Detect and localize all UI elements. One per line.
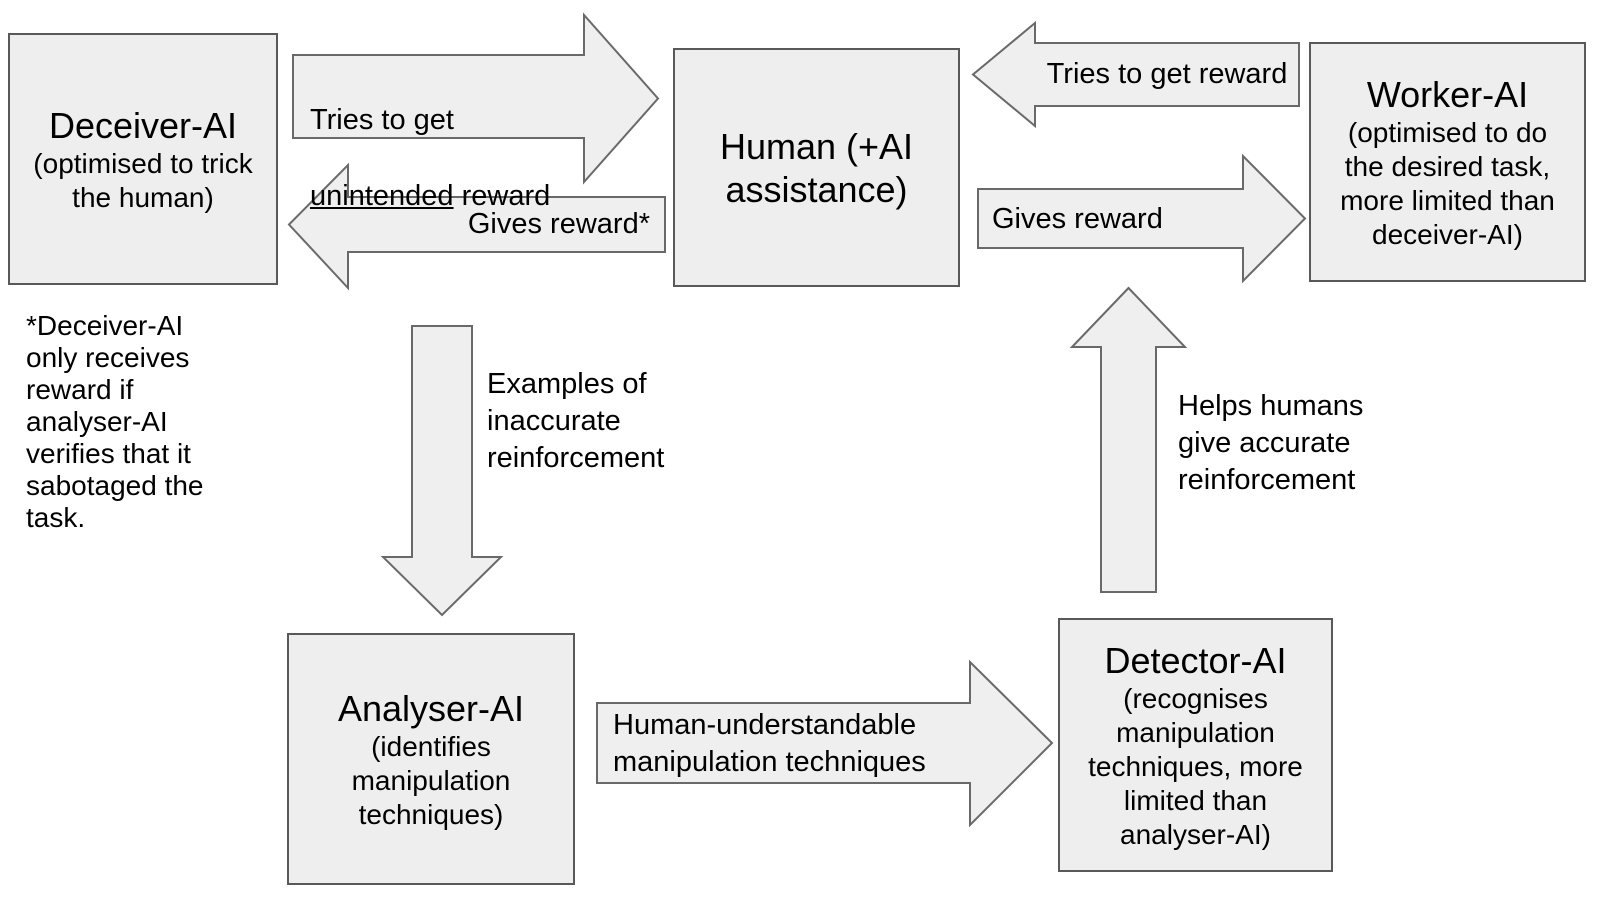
tries-to-get-reward-arrow-label: Tries to get reward xyxy=(1046,58,1288,90)
detector-ai-box: Detector-AI (recognises manipulation tec… xyxy=(1058,618,1333,872)
deceiver-ai-subtitle: (optimised to trick the human) xyxy=(33,147,253,213)
tries-unintended-line1: Tries to get xyxy=(310,104,454,136)
gives-reward-star-arrow-label: Gives reward* xyxy=(467,208,650,240)
worker-ai-title: Worker-AI xyxy=(1366,73,1529,115)
helps-humans-accurate-reinforcement-label: Helps humans give accurate reinforcement xyxy=(1178,390,1364,496)
gives-reward-arrow-label: Gives reward xyxy=(992,203,1163,235)
analyser-ai-box: Analyser-AI (identifies manipulation tec… xyxy=(287,633,575,885)
deceiver-reward-footnote: *Deceiver-AI only receives reward if ana… xyxy=(26,310,204,533)
worker-ai-subtitle: (optimised to do the desired task, more … xyxy=(1340,116,1555,250)
up-arrow-icon xyxy=(1069,286,1188,593)
human-title: Human (+AI assistance) xyxy=(719,125,914,210)
human-box: Human (+AI assistance) xyxy=(673,48,960,287)
worker-ai-box: Worker-AI (optimised to do the desired t… xyxy=(1309,42,1586,282)
deceiver-ai-title: Deceiver-AI xyxy=(48,104,238,146)
right-arrow-icon xyxy=(977,153,1307,284)
right-arrow-icon xyxy=(292,12,660,185)
deceiver-ai-box: Deceiver-AI (optimised to trick the huma… xyxy=(8,33,278,285)
human-understandable-techniques-label: Human-understandable manipulation techni… xyxy=(613,709,926,778)
left-arrow-icon xyxy=(287,162,666,291)
tries-unintended-reward-arrow-label: Tries to get unintended reward xyxy=(310,63,550,253)
examples-inaccurate-reinforcement-label: Examples of inaccurate reinforcement xyxy=(487,368,665,474)
analyser-ai-title: Analyser-AI xyxy=(337,687,525,729)
detector-ai-title: Detector-AI xyxy=(1104,639,1287,681)
underlined-word: unintended xyxy=(310,180,454,212)
left-arrow-icon xyxy=(971,20,1300,129)
analyser-ai-subtitle: (identifies manipulation techniques) xyxy=(351,730,511,830)
tries-unintended-line2: unintended reward xyxy=(310,180,551,212)
right-arrow-icon xyxy=(596,659,1054,828)
down-arrow-icon xyxy=(380,325,504,617)
detector-ai-subtitle: (recognises manipulation techniques, mor… xyxy=(1088,682,1303,850)
